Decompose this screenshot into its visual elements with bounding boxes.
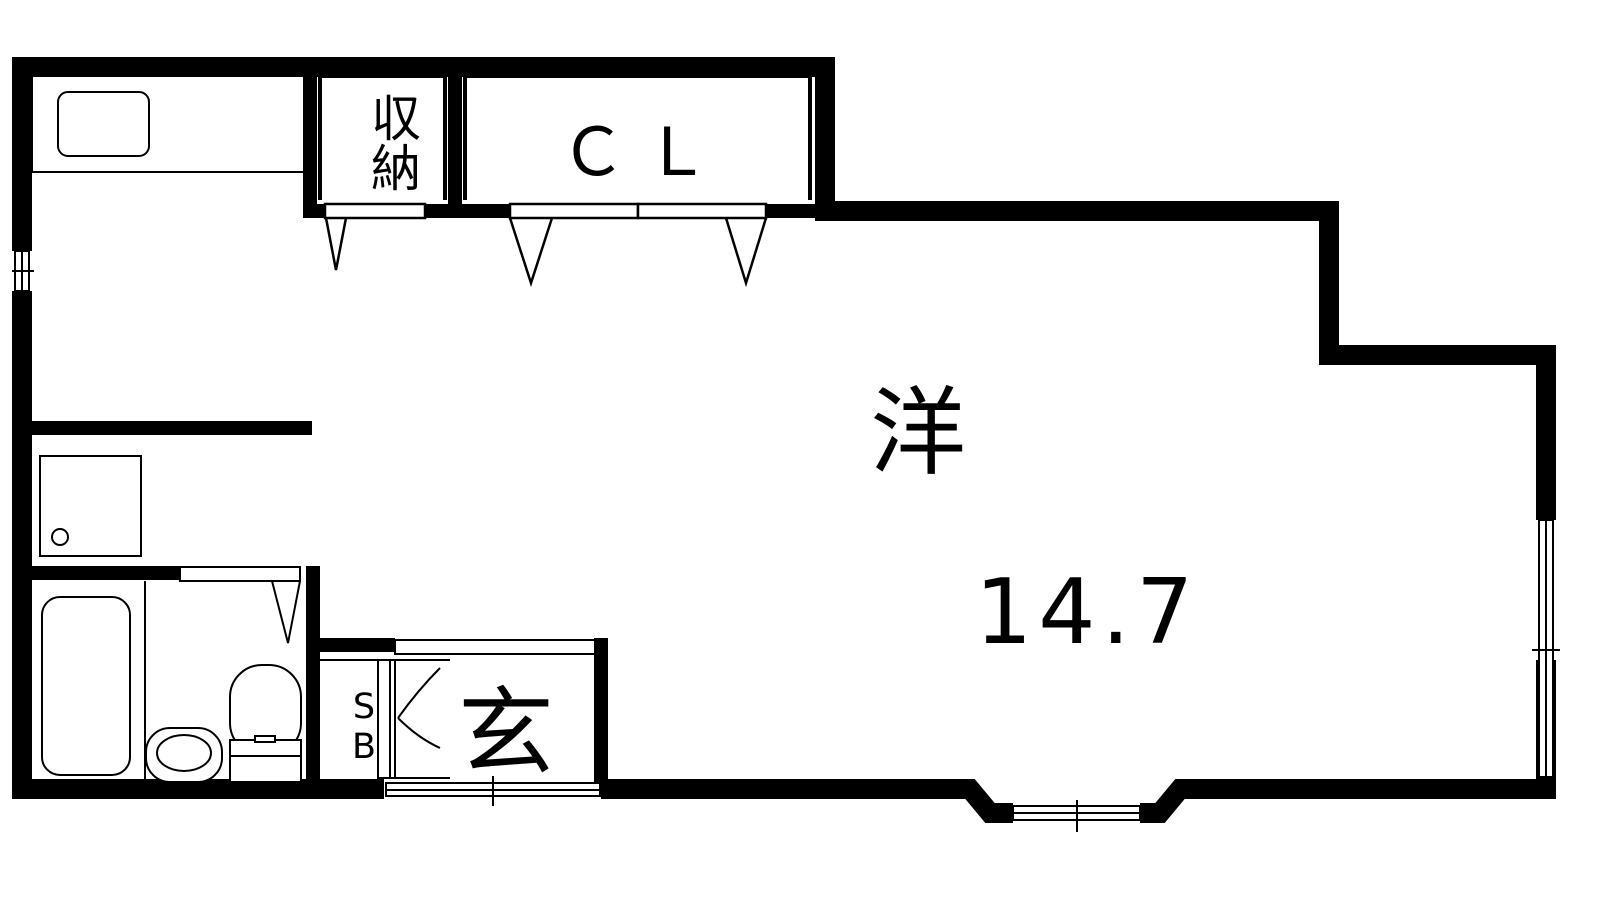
closet-door-swing-right [724, 217, 768, 288]
bottom-wall-right [601, 779, 1013, 823]
closet-frames [318, 74, 812, 200]
sink-basin [156, 734, 212, 772]
entrance-top-frame [394, 639, 596, 655]
toilet-seat [229, 755, 302, 783]
closet-door-swing-left [508, 217, 554, 288]
left-wall-window [12, 250, 34, 292]
entrance-fixtures [320, 639, 601, 806]
storage-label: 収納 [363, 92, 421, 192]
shoe-box-door [377, 659, 391, 779]
closet-door-frame-right [636, 202, 768, 220]
bay-wall-right [1140, 660, 1556, 823]
western-room-area: 14.7 [975, 560, 1200, 665]
shoe-box-label: SB [344, 687, 384, 767]
entrance-door-swing-lower [397, 717, 441, 749]
entrance-label: 玄 [458, 677, 554, 789]
left-wall-lower [12, 291, 384, 799]
right-wall-window [1532, 519, 1560, 778]
bathroom-fixtures [41, 566, 302, 783]
western-room-label: 洋 [870, 377, 966, 489]
closet-doors [323, 202, 768, 288]
storage-door-frame [323, 202, 427, 220]
bathtub [41, 596, 131, 776]
interior-walls [22, 70, 832, 796]
left-wall-upper [12, 57, 1556, 520]
kitchen-counter [31, 75, 303, 173]
kitchen-sink [57, 91, 150, 157]
washing-machine-pan [39, 455, 142, 557]
bathroom-door-frame [179, 566, 301, 582]
bathroom-door-swing [271, 580, 301, 644]
bay-window [1012, 800, 1141, 832]
closet-label: ＣＬ [560, 114, 728, 191]
closet-door-frame-left [508, 202, 640, 220]
entrance-door-swing-upper [397, 667, 441, 719]
storage-door-swing [324, 217, 348, 271]
